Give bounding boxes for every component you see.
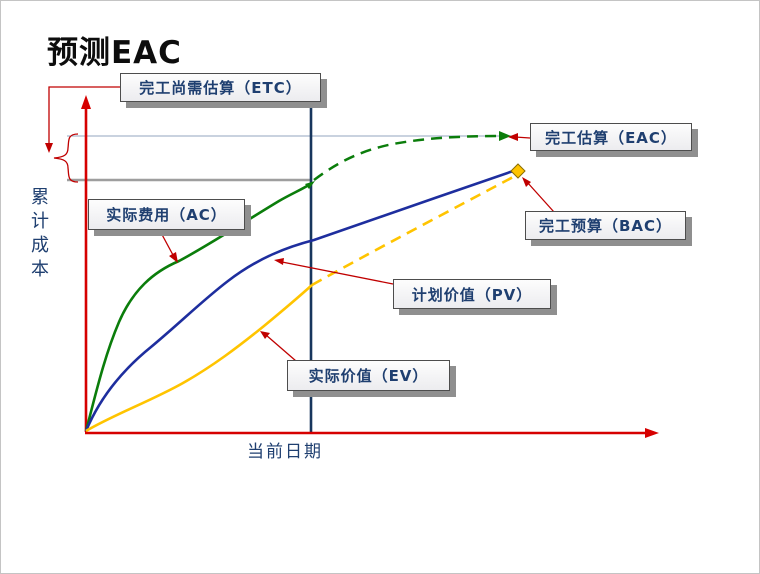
bac-connector-arrow-icon — [522, 177, 531, 187]
eac-point-green-arrow-icon — [499, 131, 511, 141]
pv-connector-line — [281, 261, 394, 285]
x-axis-label: 当前日期 — [247, 442, 323, 462]
y-axis-label: 累计成本 — [28, 187, 49, 283]
callout-eac: 完工估算（EAC） — [530, 123, 692, 151]
eac-connector-arrow-icon — [508, 133, 518, 141]
y-axis-arrow-icon — [81, 95, 91, 109]
callout-ac: 实际费用（AC） — [88, 199, 245, 230]
ev-connector-arrow-icon — [260, 331, 270, 339]
ev-connector-line — [265, 334, 297, 362]
ac-forecast-dashed-curve — [313, 134, 505, 181]
bac-point-marker — [510, 163, 526, 179]
ac-connector-line — [158, 228, 174, 256]
callout-etc: 完工尚需估算（ETC） — [120, 73, 321, 102]
callout-bac-label: 完工预算（BAC） — [538, 217, 673, 235]
page-title: 预测EAC — [47, 35, 182, 71]
callout-ev-label: 实际价值（EV） — [308, 367, 429, 385]
callout-eac-label: 完工估算（EAC） — [545, 128, 677, 147]
x-axis-arrow-icon — [645, 428, 659, 438]
pv-curve — [84, 167, 520, 432]
bac-connector-line — [526, 181, 555, 213]
callout-pv: 计划价值（PV） — [393, 279, 551, 309]
etc-brace-icon — [53, 133, 79, 183]
ev-curve — [85, 284, 313, 433]
ac-connector-arrow-icon — [169, 252, 178, 263]
callout-bac: 完工预算（BAC） — [525, 211, 686, 240]
pv-connector-arrow-icon — [274, 258, 284, 265]
callout-ac-label: 实际费用（AC） — [106, 206, 227, 224]
callout-pv-label: 计划价值（PV） — [411, 285, 533, 304]
callout-ev: 实际价值（EV） — [287, 360, 450, 391]
callout-etc-label: 完工尚需估算（ETC） — [139, 79, 302, 97]
ac-curve — [84, 181, 313, 432]
etc-connector-line — [48, 86, 120, 144]
etc-connector-arrow-icon — [45, 143, 53, 153]
ac-curve-arrow-icon — [305, 181, 315, 189]
